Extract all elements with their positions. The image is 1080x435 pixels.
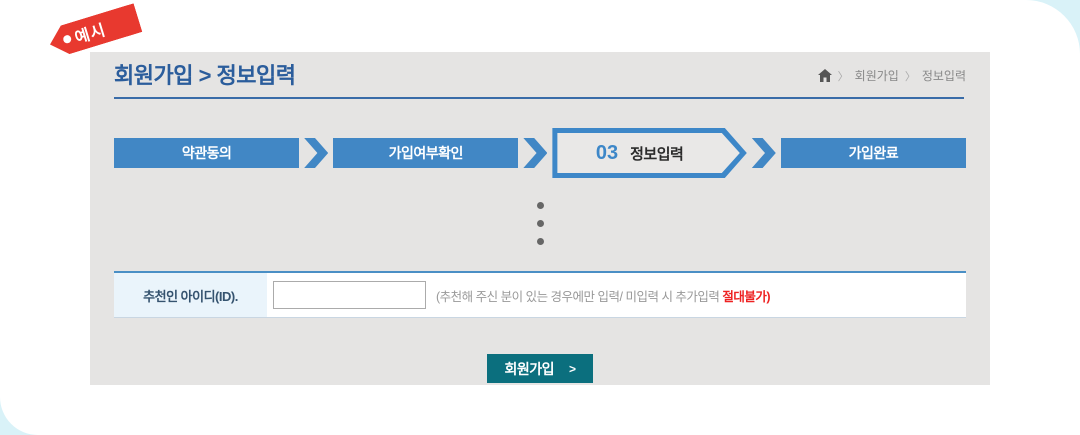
step-label: 정보입력 xyxy=(630,145,684,163)
recommender-field-cell: (추천해 주신 분이 있는 경우에만 입력/ 미입력 시 추가입력 절대불가) xyxy=(267,273,966,317)
hint-emphasis: 절대불가) xyxy=(722,289,771,304)
breadcrumb-separator: 〉 xyxy=(904,70,916,83)
hint-text: (추천해 주신 분이 있는 경우에만 입력/ 미입력 시 추가입력 xyxy=(436,289,723,304)
recommender-id-input[interactable] xyxy=(273,281,426,309)
title-underline xyxy=(114,97,964,99)
example-tag-label: 예시 xyxy=(73,21,109,48)
arrow-right-icon: > xyxy=(569,361,576,376)
step-progress-bar: 약관동의 가입여부확인 03 정보입력 가입완료 xyxy=(114,128,966,178)
chevron-right-icon xyxy=(304,138,329,168)
step-current-inner: 03 정보입력 xyxy=(557,133,739,173)
page-title: 회원가입 > 정보입력 xyxy=(114,63,296,88)
signup-submit-label: 회원가입 xyxy=(504,360,554,377)
signup-submit-button[interactable]: 회원가입 > xyxy=(487,354,593,383)
breadcrumb: 〉 회원가입 〉 정보입력 xyxy=(817,67,966,84)
breadcrumb-item-signup[interactable]: 회원가입 xyxy=(854,69,899,83)
step-info-input-current: 03 정보입력 xyxy=(552,128,746,178)
tag-hole-icon xyxy=(62,34,72,44)
step-label: 약관동의 xyxy=(181,145,232,161)
chevron-right-icon xyxy=(523,138,548,168)
recommender-label: 추천인 아이디(ID). xyxy=(114,273,267,317)
chevron-right-icon xyxy=(751,138,776,168)
recommender-row: 추천인 아이디(ID). (추천해 주신 분이 있는 경우에만 입력/ 미입력 … xyxy=(114,271,966,318)
step-terms: 약관동의 xyxy=(114,138,300,168)
dot-icon xyxy=(536,238,544,245)
step-label: 가입여부확인 xyxy=(388,145,464,161)
submit-area: 회원가입 > xyxy=(90,354,990,383)
step-complete: 가입완료 xyxy=(780,138,966,168)
step-label: 가입완료 xyxy=(848,145,899,161)
home-icon[interactable] xyxy=(817,69,832,82)
dot-icon xyxy=(536,220,544,227)
vertical-ellipsis xyxy=(90,202,990,245)
step-number: 03 xyxy=(595,141,619,164)
recommender-hint: (추천해 주신 분이 있는 경우에만 입력/ 미입력 시 추가입력 절대불가) xyxy=(436,286,771,305)
breadcrumb-item-info[interactable]: 정보입력 xyxy=(921,69,966,83)
breadcrumb-separator: 〉 xyxy=(837,70,849,83)
dot-icon xyxy=(536,202,544,209)
step-membership-check: 가입여부확인 xyxy=(333,138,519,168)
content-card: 회원가입 > 정보입력 〉 회원가입 〉 정보입력 약관동의 가입여부확인 03 xyxy=(90,52,990,385)
